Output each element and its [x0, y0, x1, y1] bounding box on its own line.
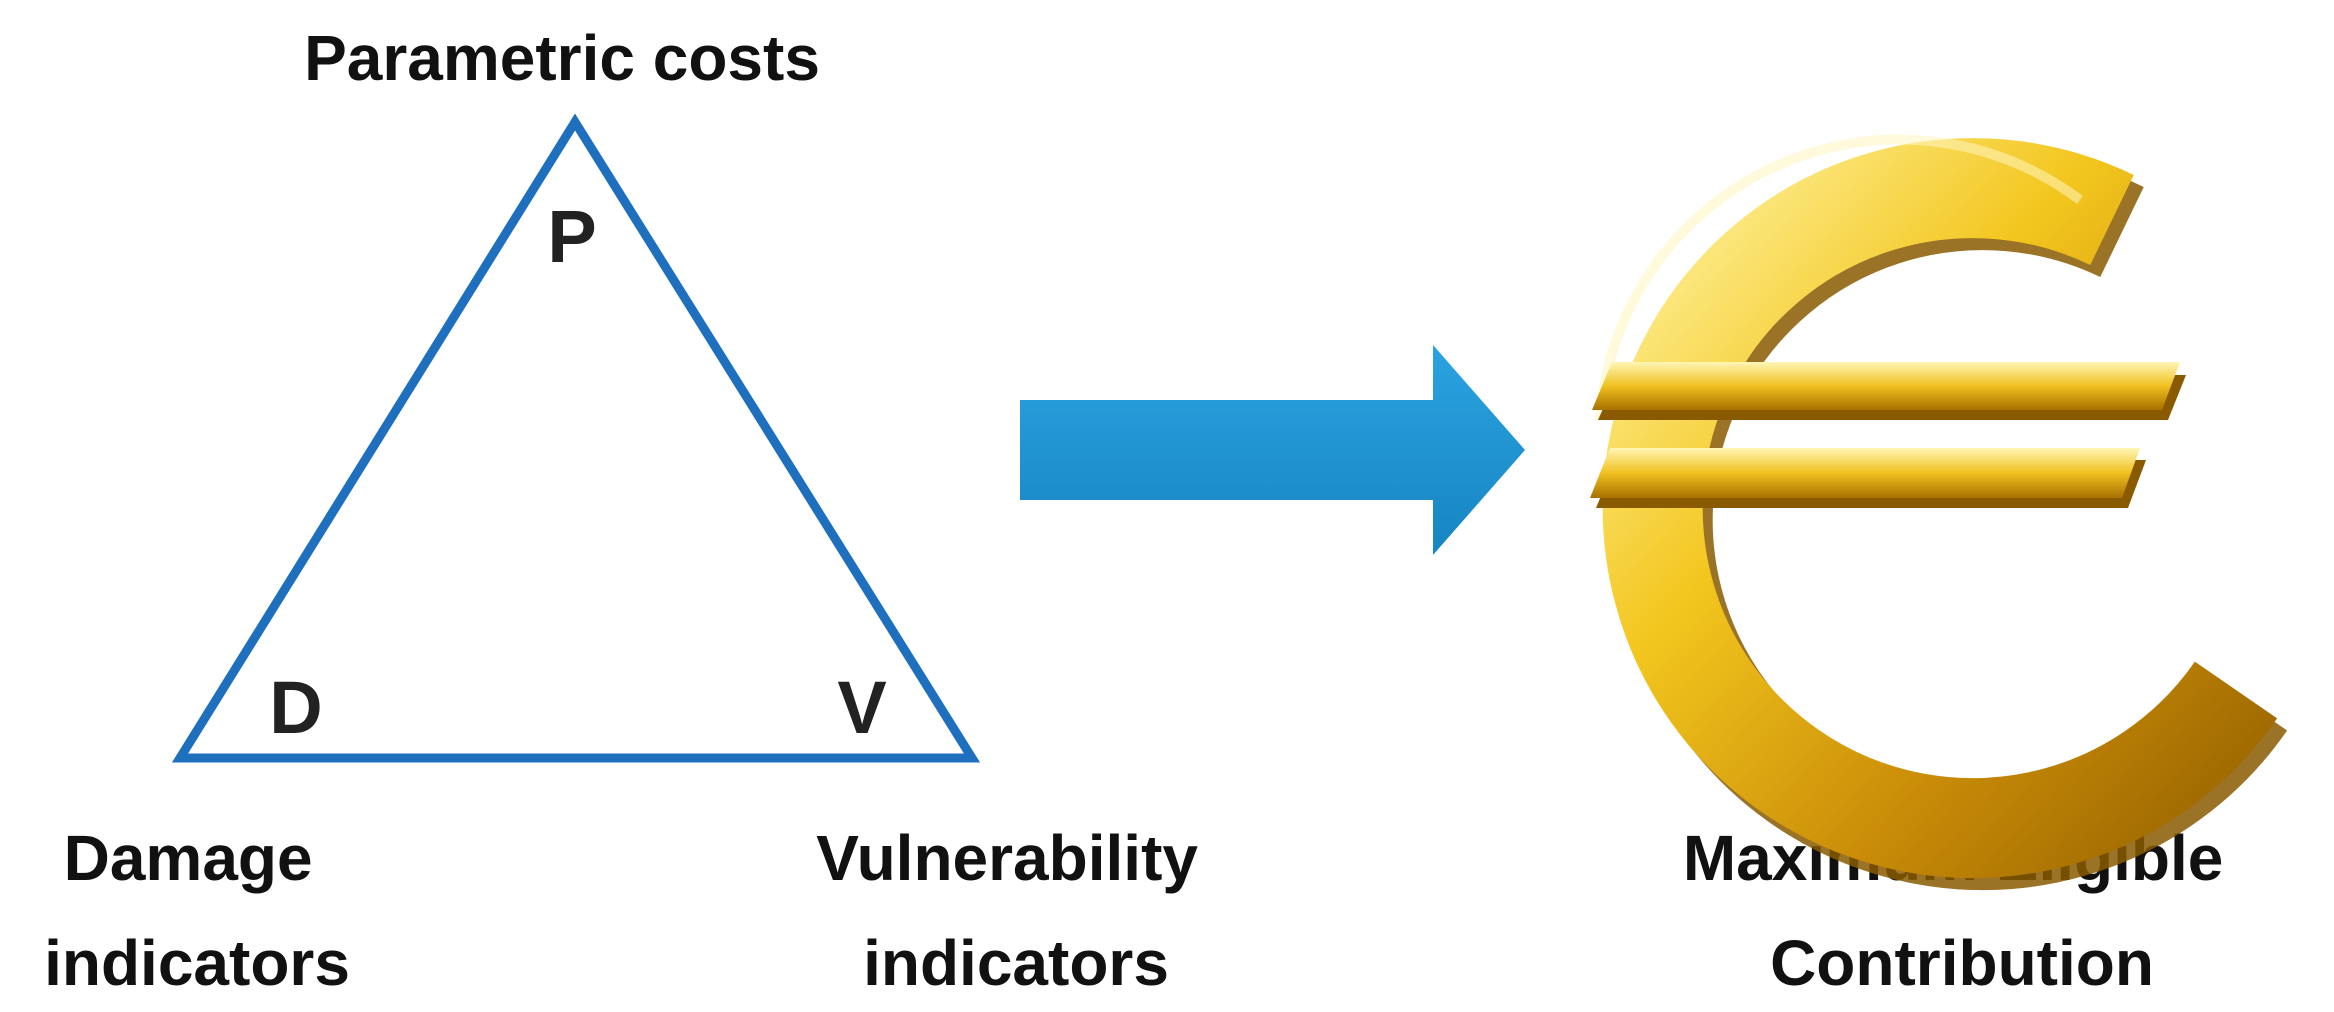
euro-icon — [1590, 134, 2288, 891]
vertex-p-label: P — [547, 195, 596, 278]
pdv-triangle — [171, 113, 981, 763]
damage-indicators-label: Damage indicators — [44, 822, 350, 999]
maximum-eligible-contribution-line-2: Contribution — [1770, 927, 2154, 999]
vulnerability-indicators-label: Vulnerability indicators — [816, 822, 1216, 999]
damage-indicators-line-1: Damage — [64, 822, 313, 894]
parametric-costs-label: Parametric costs — [304, 22, 820, 94]
right-arrow-icon — [1020, 345, 1525, 555]
vulnerability-indicators-line-2: indicators — [863, 927, 1169, 999]
vertex-d-label: D — [269, 666, 322, 749]
damage-indicators-line-2: indicators — [44, 927, 350, 999]
vertex-v-label: V — [837, 666, 886, 749]
vulnerability-indicators-line-1: Vulnerability — [816, 822, 1198, 894]
